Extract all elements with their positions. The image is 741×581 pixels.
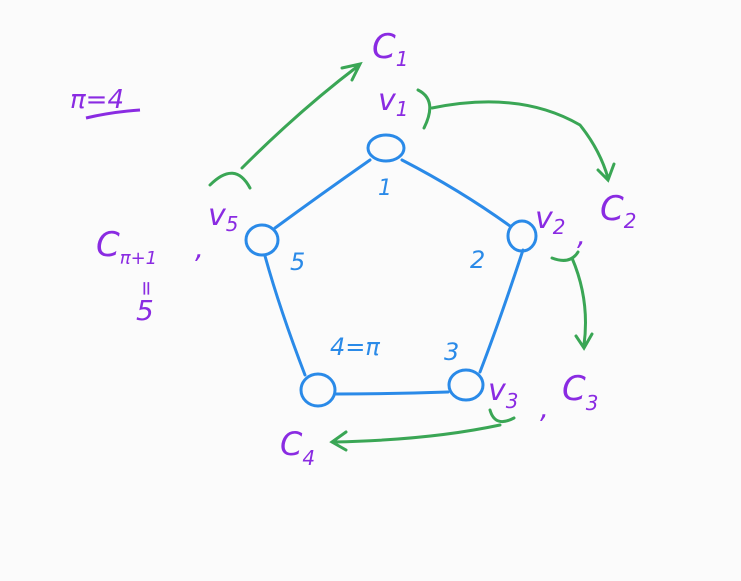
c1-label: C1 — [372, 27, 408, 71]
edge-1-2 — [400, 158, 512, 228]
c3-label: C3 — [562, 369, 598, 415]
node-3-number: 3 — [444, 338, 459, 366]
c4-label: C4 — [280, 425, 315, 470]
node-2-number: 2 — [470, 246, 485, 274]
edge-4-5 — [263, 254, 307, 377]
comma-3: , — [540, 392, 549, 425]
c-pi-plus-1-label: Cπ+1 — [96, 225, 157, 269]
node-1-number: 1 — [378, 176, 392, 201]
node-4-number: 4=π — [330, 333, 380, 361]
node-1 — [366, 133, 406, 163]
node-5 — [244, 223, 280, 257]
c2-label: C2 — [600, 189, 636, 233]
arrow-v2-c3 — [550, 250, 594, 351]
v5-label: v5 — [208, 198, 239, 236]
edge-2-3 — [478, 248, 525, 374]
v1-label: v1 — [378, 83, 409, 121]
note-pi-equals-4: π=4 — [70, 85, 124, 115]
node-5-number: 5 — [290, 248, 305, 276]
arrow-v5-c1 — [208, 61, 363, 190]
arrow-v3-c4 — [329, 408, 516, 452]
comma-5: , — [195, 232, 204, 265]
edge-3-4 — [334, 390, 450, 396]
equals-sign: = — [135, 280, 159, 297]
node-2 — [506, 219, 538, 253]
note-underline — [85, 108, 141, 120]
value-5: 5 — [136, 294, 154, 327]
v3-label: v3 — [488, 373, 519, 413]
comma-2: , — [577, 219, 586, 252]
node-4 — [299, 372, 337, 408]
v2-label: v2 — [535, 201, 566, 239]
edge-5-1 — [273, 158, 372, 230]
node-3 — [447, 368, 485, 402]
arrow-v1-c2 — [416, 88, 616, 183]
